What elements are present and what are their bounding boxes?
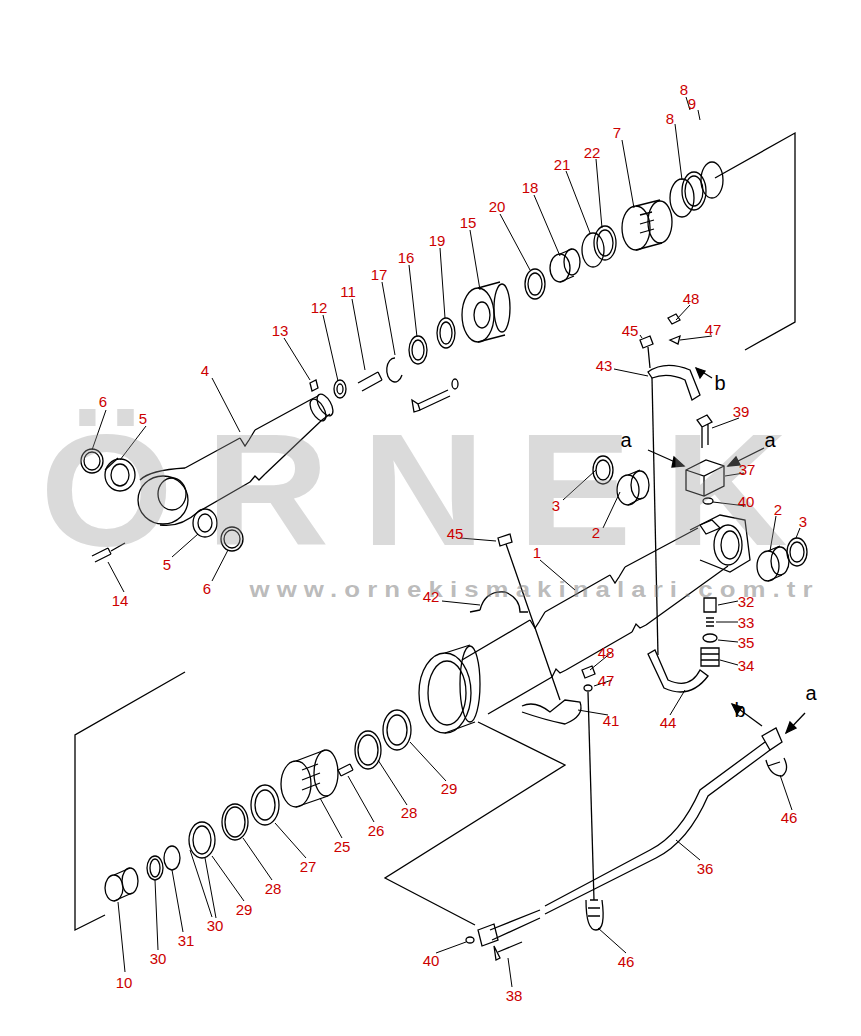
callout-number: 45 — [447, 526, 464, 541]
callout-number: 28 — [401, 805, 418, 820]
callout-number: 32 — [738, 594, 755, 609]
callout-number: 14 — [112, 593, 129, 608]
callout-number: 21 — [554, 157, 571, 172]
callout-number: 31 — [178, 933, 195, 948]
callout-number: 40 — [423, 953, 440, 968]
callout-number: 22 — [584, 145, 601, 160]
callout-number: 6 — [203, 581, 211, 596]
callout-number: 5 — [163, 557, 171, 572]
view-letter: a — [620, 430, 631, 450]
callout-number: 8 — [680, 82, 688, 97]
callout-number: 18 — [522, 180, 539, 195]
callout-number: 19 — [429, 233, 446, 248]
watermark-url: www.ornekismakinalari.com.tr — [250, 579, 820, 601]
callout-number: 46 — [781, 810, 798, 825]
callout-number: 15 — [460, 215, 477, 230]
view-letter: b — [734, 700, 745, 720]
callout-number: 2 — [592, 525, 600, 540]
callout-number: 47 — [705, 322, 722, 337]
callout-number: 33 — [738, 615, 755, 630]
callout-number: 45 — [622, 323, 639, 338]
callout-number: 20 — [489, 199, 506, 214]
callout-number: 4 — [201, 363, 209, 378]
callout-number: 38 — [506, 988, 523, 1003]
callout-number: 9 — [688, 96, 696, 111]
callout-number: 12 — [311, 300, 328, 315]
callout-number: 1 — [533, 545, 541, 560]
callout-number: 44 — [660, 715, 677, 730]
callout-number: 7 — [613, 125, 621, 140]
callout-number: 17 — [371, 267, 388, 282]
callout-number: 35 — [738, 635, 755, 650]
callout-number: 29 — [441, 781, 458, 796]
callout-number: 48 — [598, 645, 615, 660]
callout-number: 42 — [423, 589, 440, 604]
view-letter: a — [764, 430, 775, 450]
callout-number: 5 — [139, 411, 147, 426]
callout-number: 47 — [598, 673, 615, 688]
callout-number: 2 — [774, 502, 782, 517]
callout-number: 6 — [99, 394, 107, 409]
callout-number: 13 — [272, 323, 289, 338]
callout-number: 48 — [683, 291, 700, 306]
callout-number: 41 — [603, 713, 620, 728]
callout-number: 26 — [368, 823, 385, 838]
callout-number: 29 — [236, 902, 253, 917]
callout-number: 3 — [799, 514, 807, 529]
callout-number: 25 — [334, 839, 351, 854]
callout-number: 30 — [207, 918, 224, 933]
callout-number: 27 — [300, 859, 317, 874]
callout-number: 28 — [265, 881, 282, 896]
callout-number: 36 — [697, 861, 714, 876]
callout-number: 37 — [739, 462, 756, 477]
callout-number: 8 — [666, 111, 674, 126]
callout-number: 40 — [738, 494, 755, 509]
callout-number: 30 — [150, 951, 167, 966]
callout-number: 11 — [340, 284, 356, 299]
callout-number: 16 — [398, 250, 415, 265]
watermark-logo: ÖRNEK — [40, 410, 820, 570]
callout-number: 3 — [552, 498, 560, 513]
callout-number: 34 — [738, 658, 755, 673]
callout-number: 39 — [733, 404, 750, 419]
view-letter: a — [805, 683, 816, 703]
callout-number: 10 — [116, 975, 133, 990]
callout-number: 43 — [596, 358, 613, 373]
callout-number: 46 — [618, 954, 635, 969]
view-letter: b — [714, 373, 725, 393]
